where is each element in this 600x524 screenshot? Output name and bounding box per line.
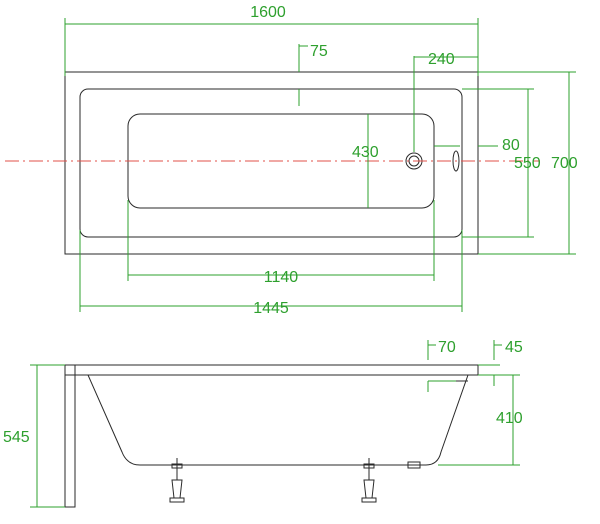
dim-overall-height: 545 bbox=[3, 364, 65, 508]
dim-basin-length: 1140 bbox=[127, 200, 435, 286]
rim-offset-top-label: 75 bbox=[310, 43, 328, 60]
drain-offset-label: 240 bbox=[428, 51, 455, 68]
side-view bbox=[64, 364, 479, 508]
dim-drain-offset: 240 bbox=[413, 51, 478, 152]
drain-fitting bbox=[407, 461, 421, 469]
dim-rim-offset-side: 70 bbox=[427, 339, 456, 392]
side-end-panel bbox=[64, 364, 76, 508]
inner-width-label: 550 bbox=[514, 155, 541, 172]
side-rim bbox=[64, 364, 479, 376]
leg-left bbox=[169, 458, 185, 503]
rim-overflow-label: 80 bbox=[502, 137, 520, 154]
basin-width-label: 430 bbox=[352, 144, 379, 161]
dim-inner-width: 550 bbox=[462, 88, 541, 238]
overall-height-label: 545 bbox=[3, 429, 30, 446]
dim-overall-width: 700 bbox=[478, 71, 578, 255]
top-rim-outline bbox=[79, 88, 463, 238]
leg-right bbox=[361, 458, 377, 503]
top-view bbox=[5, 71, 540, 255]
dim-rim-overflow: 80 bbox=[434, 137, 520, 154]
overall-length-label: 1600 bbox=[250, 4, 286, 21]
overflow-icon bbox=[452, 150, 460, 172]
dim-overall-length: 1600 bbox=[64, 4, 479, 76]
basin-length-label: 1140 bbox=[264, 269, 299, 286]
dim-basin-width: 430 bbox=[352, 114, 379, 208]
dim-inner-length: 1445 bbox=[79, 230, 463, 317]
side-basin-profile bbox=[87, 374, 469, 466]
inner-length-label: 1445 bbox=[253, 300, 289, 317]
rim-offset-side-label: 70 bbox=[438, 339, 456, 356]
dim-rim-thickness: 45 bbox=[478, 339, 523, 386]
dim-rim-offset-top: 75 bbox=[298, 43, 328, 106]
rim-thickness-label: 45 bbox=[505, 339, 523, 356]
top-outer-outline bbox=[64, 71, 479, 255]
dim-basin-depth: 410 bbox=[438, 374, 523, 466]
overall-width-label: 700 bbox=[551, 155, 578, 172]
basin-depth-label: 410 bbox=[496, 410, 523, 427]
